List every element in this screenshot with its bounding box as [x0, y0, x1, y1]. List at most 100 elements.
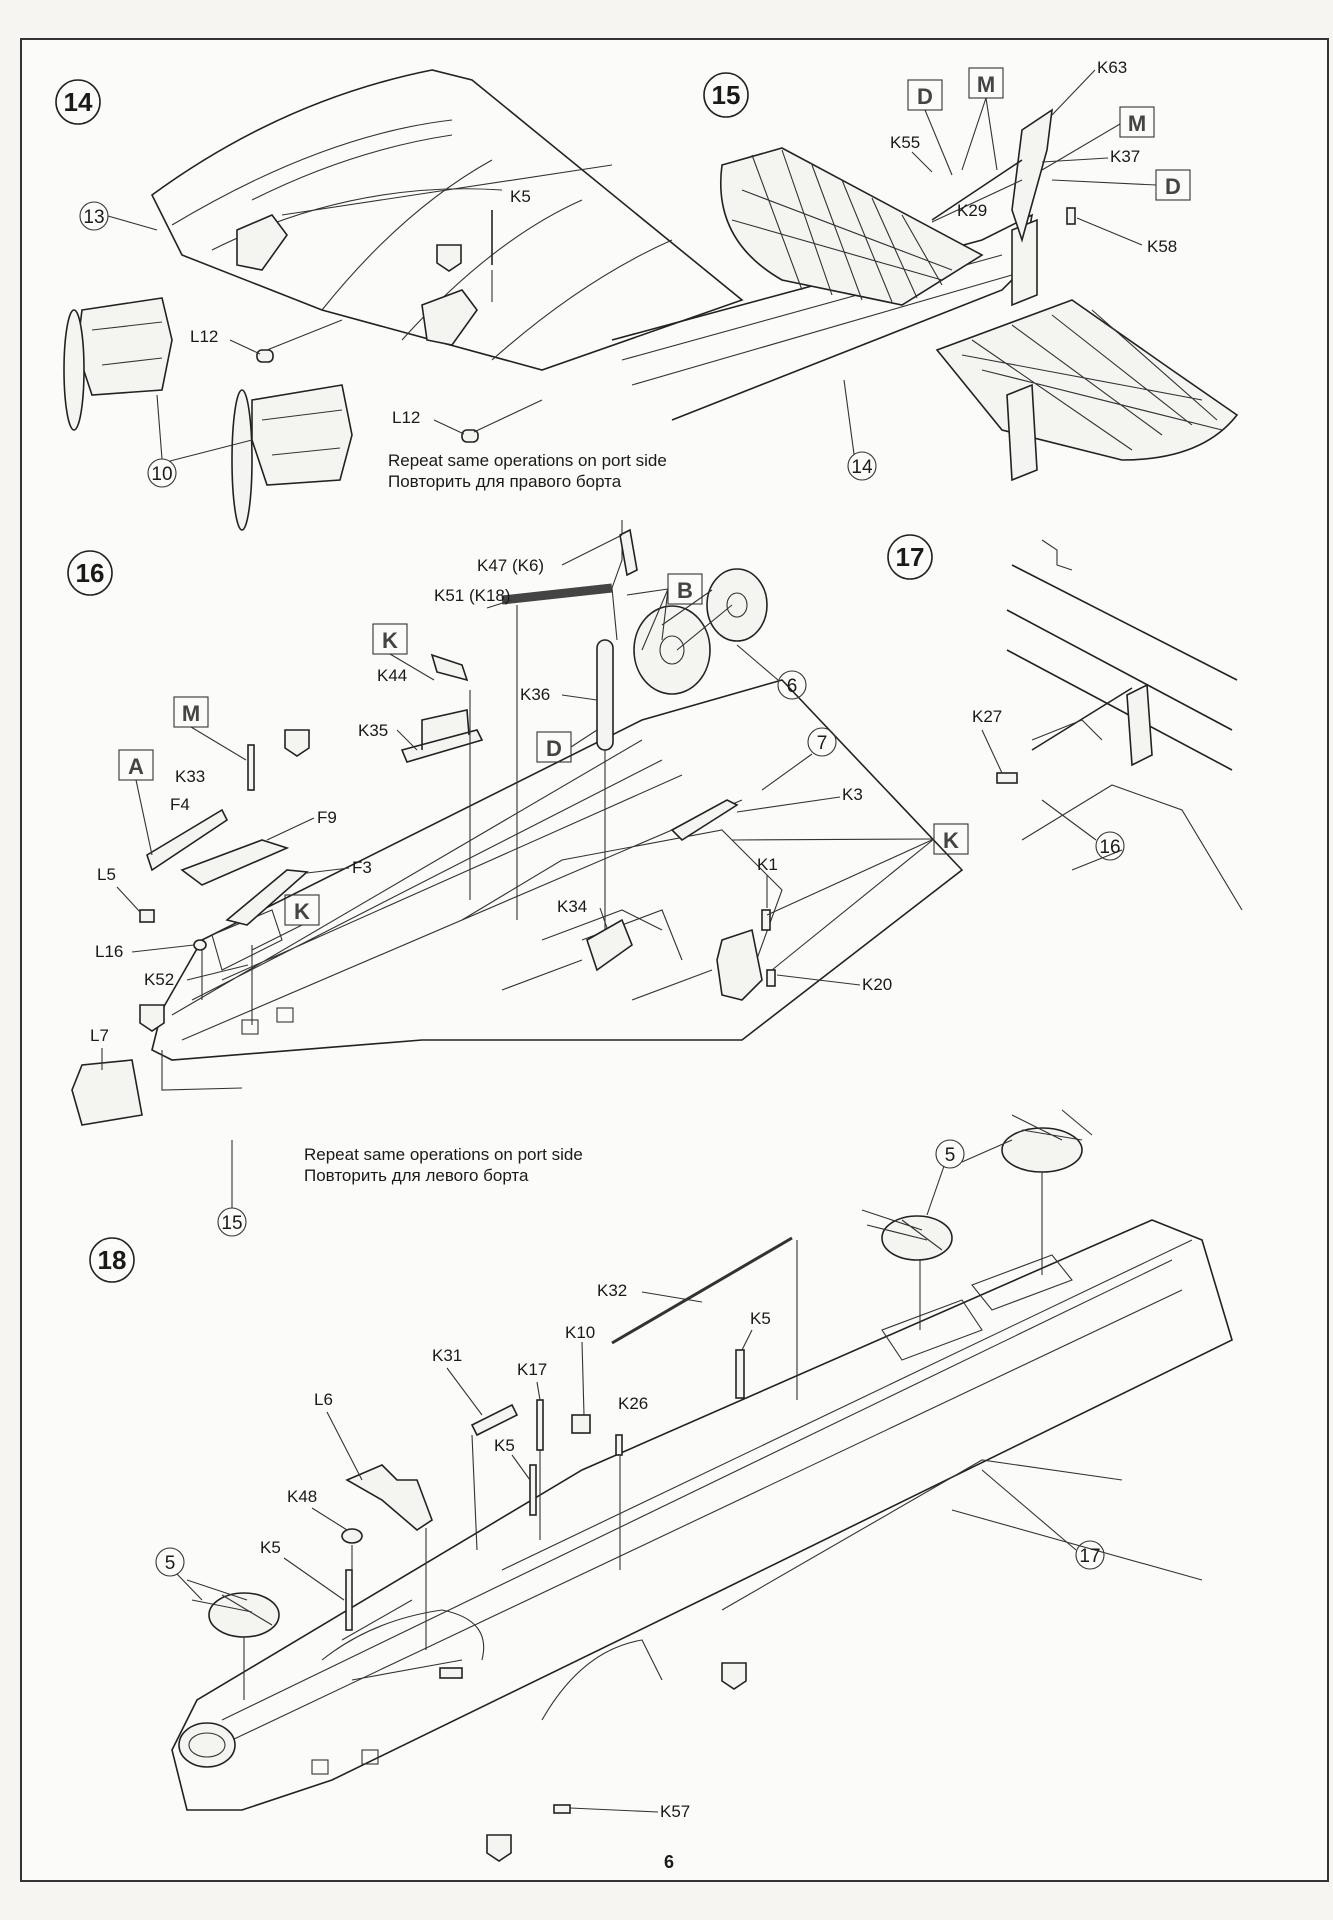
drawing-stroke — [926, 1165, 945, 1216]
drawing-stroke — [511, 1454, 531, 1481]
part-7-circle — [807, 727, 837, 757]
step-16-circle — [67, 550, 113, 596]
drawing-stroke — [91, 321, 163, 366]
part-k63 — [1011, 108, 1054, 243]
label: M — [977, 72, 995, 97]
wing-outline — [150, 69, 744, 371]
drawing-stroke — [536, 1399, 544, 1451]
part-k34 — [586, 918, 633, 972]
drawing-stroke — [193, 939, 207, 951]
label: B — [677, 578, 693, 603]
drawing-stroke — [161, 1050, 243, 1091]
label: M — [1128, 111, 1146, 136]
page-number: 6 — [664, 1852, 674, 1872]
label-k20: K20 — [862, 975, 892, 994]
label-k5a: K5 — [750, 1309, 771, 1328]
drawing-stroke — [633, 605, 711, 695]
part-13: 13 — [83, 207, 104, 228]
drawing-stroke — [326, 1411, 363, 1481]
drawing-stroke — [116, 886, 141, 913]
drawing-stroke — [473, 399, 543, 433]
drawing-stroke — [1021, 539, 1243, 911]
drawing-stroke — [911, 151, 933, 173]
part-17: 17 — [1079, 1546, 1100, 1567]
label-k26: K26 — [618, 1394, 648, 1413]
drawing-stroke — [843, 379, 855, 455]
drawing-stroke — [63, 309, 85, 431]
drawing-stroke — [670, 799, 739, 842]
drawing-stroke — [931, 159, 1023, 221]
drawing-stroke — [396, 729, 418, 751]
label-k44: K44 — [377, 666, 407, 685]
drawing-stroke — [571, 1414, 591, 1434]
drawing-stroke — [1041, 157, 1109, 163]
part-k36 — [596, 639, 614, 751]
glue-icon-18a — [721, 1662, 747, 1690]
drawing-stroke — [461, 429, 479, 443]
drawing-stroke — [236, 214, 288, 271]
drawing-stroke — [433, 419, 465, 435]
label-k57: K57 — [660, 1802, 690, 1821]
drawing-stroke — [761, 909, 771, 931]
drawing-stroke — [536, 1381, 541, 1401]
part-6: 6 — [787, 676, 798, 697]
label-l12b: L12 — [392, 408, 420, 427]
drawing-stroke — [446, 1367, 483, 1416]
label-f3: F3 — [352, 858, 372, 877]
drawing-stroke — [345, 1569, 353, 1631]
drawing-stroke — [283, 1557, 345, 1601]
drawing-stroke — [561, 694, 598, 701]
drawing-stroke — [736, 796, 841, 813]
label-l7: L7 — [90, 1026, 109, 1045]
part-l7 — [71, 1059, 143, 1126]
glue-icon-14 — [436, 244, 462, 272]
drawing-stroke — [553, 1804, 571, 1814]
drawing-stroke — [1006, 564, 1238, 771]
drawing-stroke — [981, 1469, 1077, 1551]
step-15: 15 D M M D K63 K55 K37 — [611, 58, 1239, 482]
part-f3 — [225, 869, 309, 926]
label-k31: K31 — [432, 1346, 462, 1365]
engine-left — [63, 297, 173, 431]
label-k1: K1 — [757, 855, 778, 874]
drawing-stroke — [421, 289, 478, 346]
drawing-stroke — [251, 384, 353, 486]
drawing-stroke — [190, 726, 247, 761]
drawing-stroke — [1001, 1127, 1083, 1173]
label-k52: K52 — [144, 970, 174, 989]
drawing-stroke — [186, 1579, 273, 1626]
drawing-stroke — [1011, 218, 1038, 307]
drawing-stroke — [471, 1434, 478, 1551]
drawing-stroke — [178, 1722, 236, 1768]
drawing-stroke — [736, 644, 779, 681]
drawing-stroke — [470, 1403, 519, 1437]
part-10: 10 — [151, 464, 172, 485]
step-16-number: 16 — [76, 558, 105, 588]
drawing-stroke — [439, 1667, 463, 1679]
drawing-stroke — [361, 1749, 379, 1765]
drawing-stroke — [430, 653, 469, 682]
drawing-stroke — [131, 944, 195, 953]
drawing-stroke — [961, 97, 987, 171]
drawing-stroke — [501, 909, 713, 1001]
label-k5: K5 — [510, 187, 531, 206]
drawing-stroke — [529, 1464, 537, 1516]
drawing-stroke — [400, 709, 484, 763]
drawing-stroke — [615, 1434, 623, 1456]
drawing-stroke — [156, 394, 163, 460]
drawing-stroke — [76, 297, 173, 396]
drawing-stroke — [626, 588, 669, 596]
label-k10: K10 — [565, 1323, 595, 1342]
drawing-stroke — [188, 1732, 226, 1758]
step-17: 17 K27 16 — [887, 534, 1243, 911]
drawing-stroke — [731, 149, 953, 303]
drawing-stroke — [924, 109, 953, 176]
drawing-stroke — [251, 134, 613, 216]
label-k55: K55 — [890, 133, 920, 152]
drawing-stroke — [716, 928, 763, 1001]
part-5b-circle — [935, 1139, 965, 1169]
note-16-en: Repeat same operations on port side — [304, 1145, 583, 1164]
step-18-number: 18 — [98, 1245, 127, 1275]
step-14: 14 K5 L12 L12 13 — [55, 69, 744, 531]
part-f9 — [180, 839, 290, 886]
